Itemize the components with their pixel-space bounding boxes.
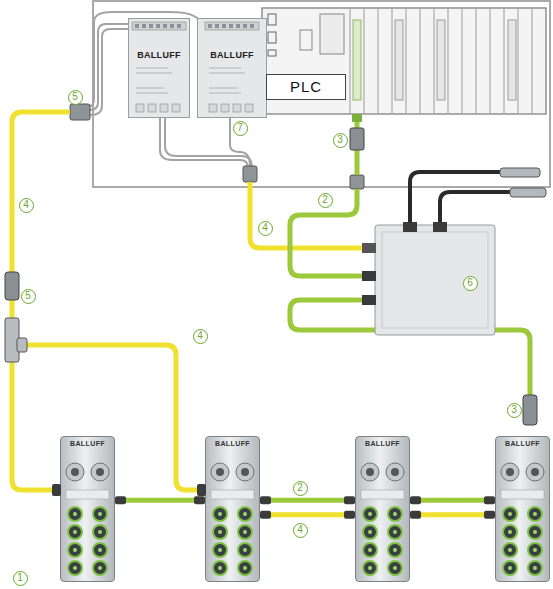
cable-plug xyxy=(344,511,355,519)
tee-connector xyxy=(17,338,27,352)
sensor-cable xyxy=(410,172,510,226)
cable-gland xyxy=(70,104,90,120)
cable-plug xyxy=(344,496,355,504)
bus-connector xyxy=(350,128,364,150)
brand-text: BALLUFF xyxy=(356,437,409,447)
io-module: BALLUFF xyxy=(205,436,260,582)
sensor-hub xyxy=(362,222,495,335)
module-ports xyxy=(211,463,254,575)
callout-number: 2 xyxy=(293,481,308,496)
cable xyxy=(410,498,495,503)
cable-plug xyxy=(260,511,271,519)
cable-plug xyxy=(410,511,421,519)
plc-text: PLC xyxy=(267,75,345,98)
bus-cable xyxy=(290,122,530,395)
cable-plug xyxy=(194,496,205,504)
module-ports xyxy=(66,463,109,575)
bus-terminator xyxy=(523,395,537,425)
cable xyxy=(410,512,495,517)
cable-plug xyxy=(484,496,495,504)
callout-number: 5 xyxy=(21,289,36,304)
callout-number: 4 xyxy=(193,329,208,344)
power-supply: BALLUFF xyxy=(128,18,190,118)
power-supply-detail xyxy=(132,22,186,112)
sensor xyxy=(500,168,540,177)
callout-number: 2 xyxy=(318,193,333,208)
module-ports xyxy=(501,463,544,575)
callout-number: 5 xyxy=(68,90,83,105)
brand-text: BALLUFF xyxy=(206,437,259,447)
power-supply: BALLUFF xyxy=(197,18,267,118)
brand-text: BALLUFF xyxy=(61,437,114,447)
brand-text: BALLUFF xyxy=(129,19,189,60)
callout-number: 4 xyxy=(258,221,273,236)
cabinet-panel xyxy=(93,1,550,187)
power-supply-detail xyxy=(205,22,259,112)
callout-number: 3 xyxy=(507,403,522,418)
callout-number: 1 xyxy=(13,571,28,586)
cable-plug xyxy=(410,496,421,504)
cable-plug xyxy=(484,511,495,519)
module-ports xyxy=(361,463,404,575)
power-connector xyxy=(5,272,19,300)
cable-plug xyxy=(115,496,126,504)
plc-rack xyxy=(262,8,546,122)
brand-text: BALLUFF xyxy=(198,19,266,60)
cable xyxy=(115,498,205,503)
callout-number: 4 xyxy=(293,523,308,538)
cable-gland xyxy=(350,175,364,189)
power-plug xyxy=(52,484,61,496)
callout-number: 4 xyxy=(19,198,34,213)
io-module: BALLUFF xyxy=(60,436,115,582)
io-module: BALLUFF xyxy=(495,436,550,582)
brand-text: BALLUFF xyxy=(496,437,549,447)
cable-gland xyxy=(243,166,257,182)
cable xyxy=(260,498,355,503)
io-module: BALLUFF xyxy=(355,436,410,582)
plc-label: PLC xyxy=(266,74,346,100)
power-plug xyxy=(197,484,206,496)
cable-plug xyxy=(260,496,271,504)
cable xyxy=(260,512,355,517)
sensor xyxy=(510,188,546,197)
